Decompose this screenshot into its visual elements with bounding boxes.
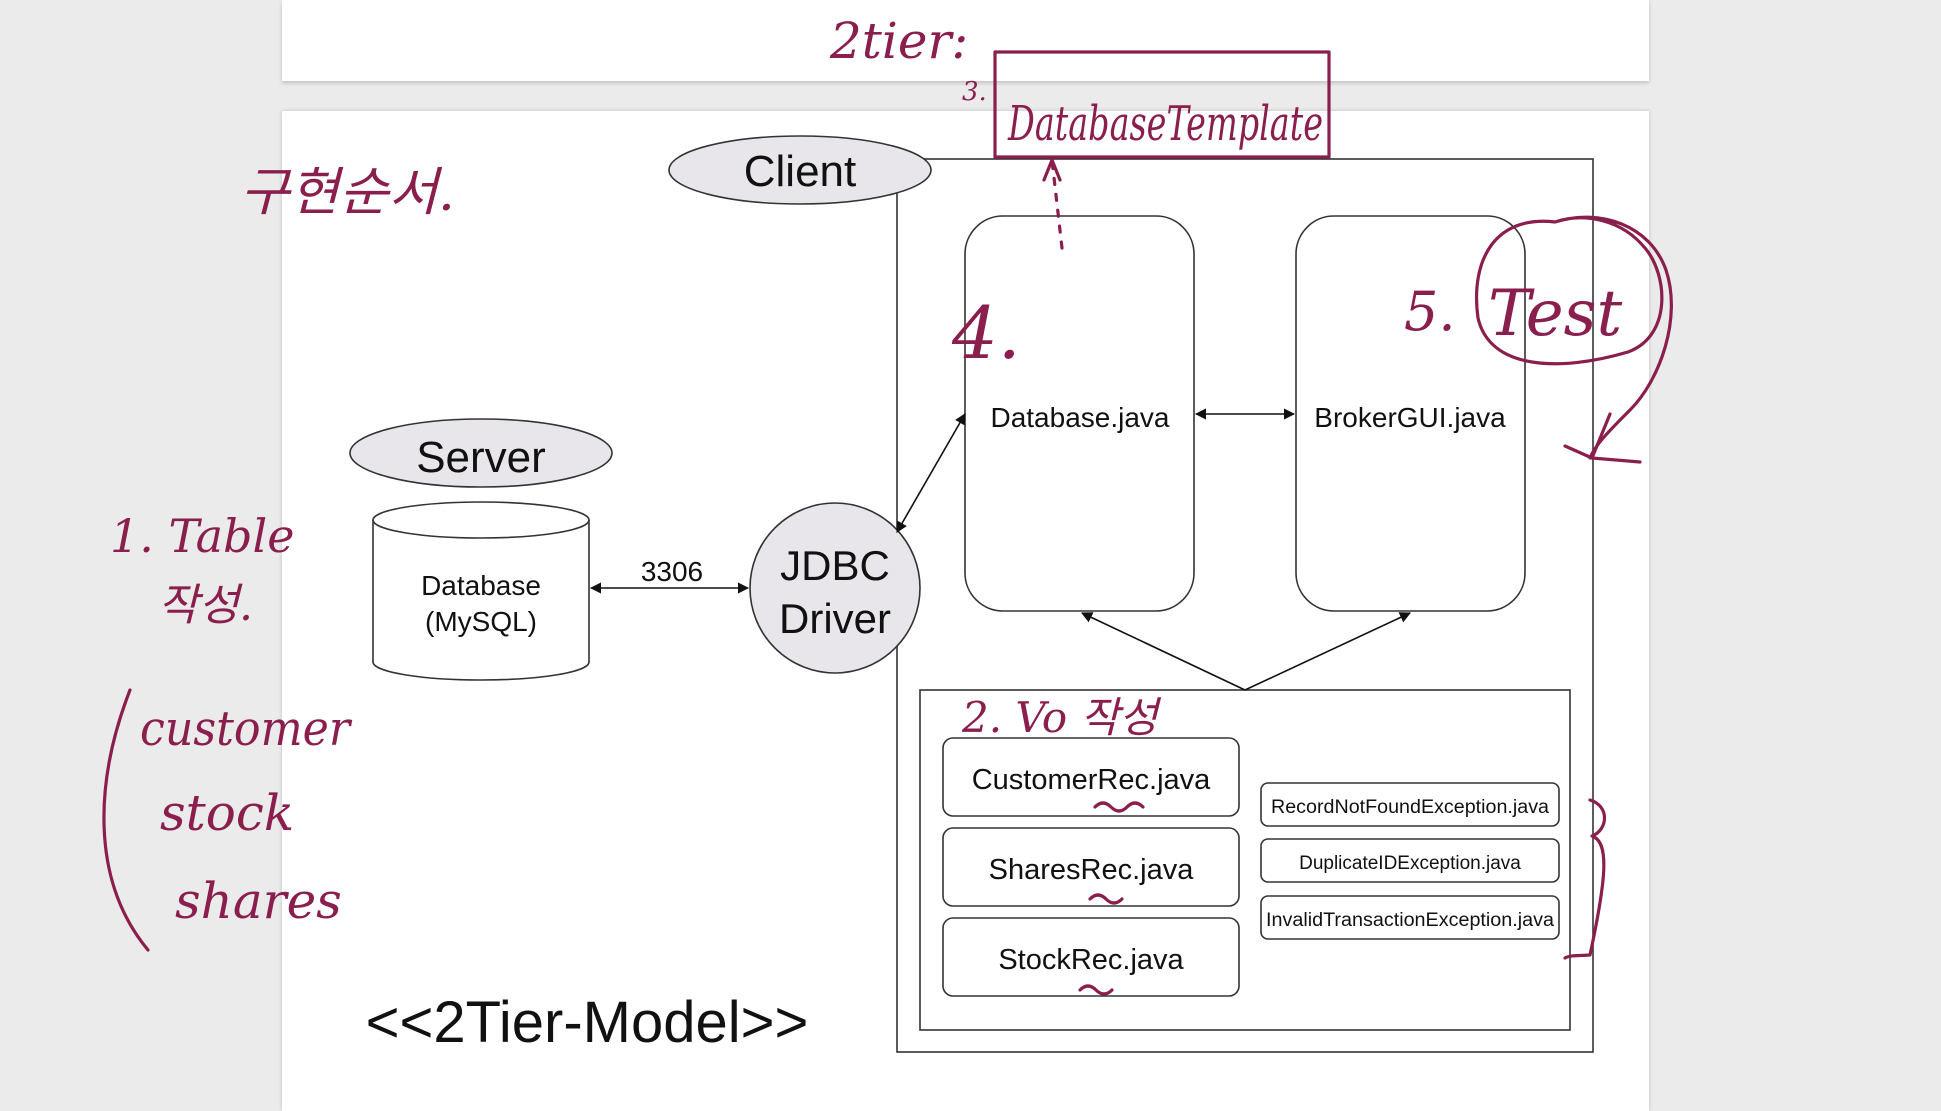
- server-label: Server: [416, 433, 546, 482]
- exception-file-box: [1260, 895, 1560, 940]
- ink-step3: 3.: [962, 77, 987, 107]
- ink-step4: 4.: [951, 291, 1021, 375]
- vo-file-box: [942, 917, 1240, 997]
- ink-underline: [1078, 984, 1114, 996]
- exception-file-box: [1260, 838, 1560, 883]
- vo-to-database-arrow: [1080, 612, 1246, 691]
- database-label-line2: (MySQL): [425, 606, 537, 637]
- vo-file-box: [942, 737, 1240, 817]
- exception-file-box: [1260, 782, 1560, 827]
- database-java-label: Database.java: [990, 402, 1169, 433]
- ink-test-circle: [1474, 215, 1673, 460]
- jdbc-label-line2: Driver: [779, 595, 891, 642]
- exception-file-label: DuplicateIDException.java: [1299, 853, 1521, 874]
- exception-file-label: InvalidTransactionException.java: [1266, 910, 1554, 931]
- ink-dotted-arrowhead: [1042, 158, 1062, 182]
- jdbc-database-java-arrow: [896, 413, 966, 533]
- database-label-line1: Database: [421, 570, 541, 601]
- ink-table-name: shares: [175, 872, 342, 930]
- ink-table-name: customer: [140, 701, 353, 757]
- ink-two-tier: 2tier:: [829, 12, 968, 70]
- ink-underline: [1093, 801, 1145, 813]
- ink-template-box: [993, 50, 1331, 159]
- ink-test: Test: [1488, 277, 1622, 351]
- ink-test-arrowhead: [1563, 412, 1642, 464]
- jdbc-label-line1: JDBC: [780, 542, 890, 589]
- ink-step2-vo: 2. Vo 작성: [961, 693, 1162, 742]
- vo-file-box: [942, 827, 1240, 907]
- server-ellipse: [349, 418, 613, 488]
- ink-dotted-arrow: [1050, 158, 1064, 250]
- vo-file-label: CustomerRec.java: [972, 764, 1211, 796]
- client-ellipse: [668, 135, 932, 205]
- ink-database-template: DatabaseTemplate: [1007, 96, 1323, 152]
- exception-file-label: RecordNotFoundException.java: [1271, 797, 1549, 818]
- vo-to-broker-arrow: [1244, 612, 1412, 691]
- ink-step1-write: 작성.: [158, 580, 253, 631]
- jdbc-driver-circle: [749, 502, 921, 674]
- ink-step5: 5.: [1404, 280, 1456, 343]
- model-title: <<2Tier-Model>>: [366, 990, 809, 1055]
- database-cylinder: [372, 520, 590, 681]
- ink-step1-table: 1. Table: [110, 509, 294, 563]
- slide-page-top: [282, 0, 1649, 81]
- ink-exceptions-brace: [1563, 798, 1607, 960]
- broker-gui-label: BrokerGUI.java: [1314, 402, 1506, 433]
- ink-underline: [1088, 893, 1124, 905]
- broker-gui-box: [1295, 215, 1526, 612]
- client-label: Client: [744, 147, 857, 196]
- ink-table-name: stock: [160, 784, 294, 842]
- vo-file-label: SharesRec.java: [989, 854, 1195, 886]
- port-label: 3306: [641, 556, 703, 587]
- database-cylinder-top: [372, 501, 590, 539]
- ink-order-note: 구현순서.: [240, 163, 455, 223]
- ink-tables-bracket: [102, 688, 150, 952]
- vo-file-label: StockRec.java: [998, 944, 1184, 976]
